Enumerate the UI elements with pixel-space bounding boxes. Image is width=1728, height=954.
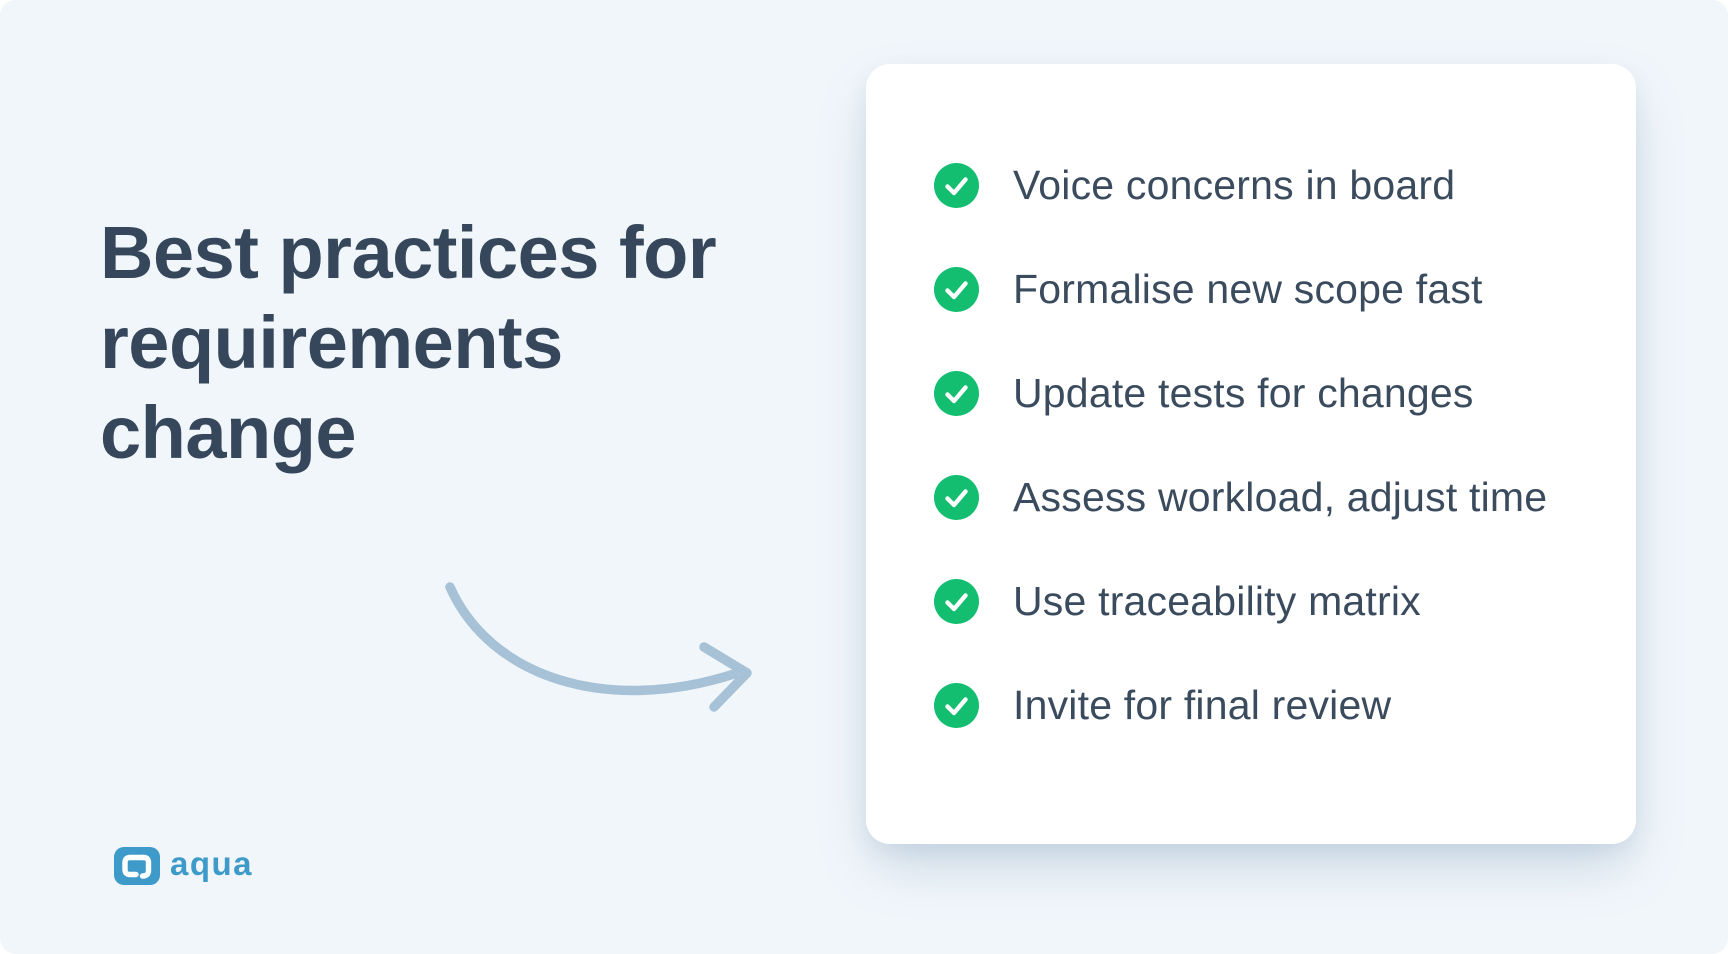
page-title: Best practices for requirements change (100, 208, 740, 478)
check-circle-icon (934, 163, 979, 208)
page-title-line-3: change (100, 390, 357, 474)
checklist: Voice concerns in board Formalise new sc… (866, 64, 1636, 729)
checklist-item: Use traceability matrix (934, 578, 1596, 625)
checklist-item-label: Assess workload, adjust time (1013, 474, 1548, 520)
checklist-item-label: Invite for final review (1013, 682, 1392, 728)
aqua-logo: aqua (114, 845, 253, 887)
checklist-item-label: Update tests for changes (1013, 370, 1474, 416)
page-title-line-1: Best practices for (100, 210, 717, 294)
checklist-item: Formalise new scope fast (934, 266, 1596, 313)
curved-arrow-icon (438, 575, 773, 715)
checklist-item-label: Use traceability matrix (1013, 578, 1421, 624)
checklist-item-label: Formalise new scope fast (1013, 266, 1483, 312)
page-title-line-2: requirements (100, 300, 563, 384)
checklist-item: Invite for final review (934, 682, 1596, 729)
check-circle-icon (934, 579, 979, 624)
logo-wordmark: aqua (170, 845, 254, 882)
check-circle-icon (934, 267, 979, 312)
checklist-item: Assess workload, adjust time (934, 474, 1596, 521)
aqua-logo-icon (114, 847, 160, 885)
check-circle-icon (934, 371, 979, 416)
check-circle-icon (934, 475, 979, 520)
checklist-item: Voice concerns in board (934, 162, 1596, 209)
check-circle-icon (934, 683, 979, 728)
checklist-item: Update tests for changes (934, 370, 1596, 417)
checklist-item-label: Voice concerns in board (1013, 162, 1456, 208)
checklist-card: Voice concerns in board Formalise new sc… (866, 64, 1636, 844)
